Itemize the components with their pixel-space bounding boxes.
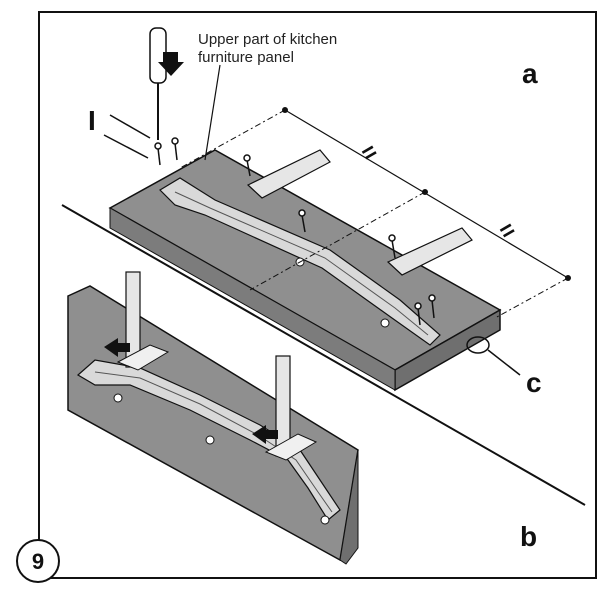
label-b: b xyxy=(520,521,537,552)
equal-sign-2: = xyxy=(495,216,521,246)
label-c: c xyxy=(526,367,542,398)
bracket-hole-b3 xyxy=(320,515,330,525)
equal-sign-1: = xyxy=(357,138,383,168)
dash-line-1 xyxy=(179,109,286,169)
arrow-right-icon xyxy=(252,425,278,444)
marker-line-2 xyxy=(103,134,149,159)
caption-line-2: furniture panel xyxy=(198,49,294,66)
bracket-hole-b2 xyxy=(205,435,215,445)
dash-line-2 xyxy=(249,191,426,291)
bracket-tab-right xyxy=(386,227,473,276)
dash-line-3 xyxy=(494,277,569,319)
frame-border xyxy=(38,11,597,579)
label-i: I xyxy=(88,105,96,136)
clip-left xyxy=(116,344,170,371)
screwdriver-icon xyxy=(149,27,184,140)
marker-line-1 xyxy=(109,114,151,139)
clip-right xyxy=(264,433,318,461)
mark-c-leader xyxy=(487,349,521,376)
bracket-hole-a2 xyxy=(380,318,390,328)
screw-group xyxy=(154,137,436,326)
step-number: 9 xyxy=(32,549,44,574)
arrow-left-icon xyxy=(104,338,130,357)
mounting-bracket-b xyxy=(76,359,341,521)
bracket-slot-a xyxy=(174,191,429,336)
label-a: a xyxy=(522,58,538,89)
kitchen-panel-side xyxy=(109,207,396,391)
caption-leader xyxy=(204,64,221,161)
step-number-circle xyxy=(16,539,60,583)
panel-a xyxy=(103,27,571,392)
panel-b xyxy=(67,271,359,565)
kitchen-panel-b-side xyxy=(339,449,359,565)
mounting-bracket-a xyxy=(159,177,441,346)
separator-line xyxy=(61,204,586,506)
bracket-tab-left xyxy=(246,149,331,199)
mark-c-circle xyxy=(466,336,490,354)
caption-line-1: Upper part of kitchen xyxy=(198,31,337,48)
bracket-hole-b1 xyxy=(113,393,123,403)
